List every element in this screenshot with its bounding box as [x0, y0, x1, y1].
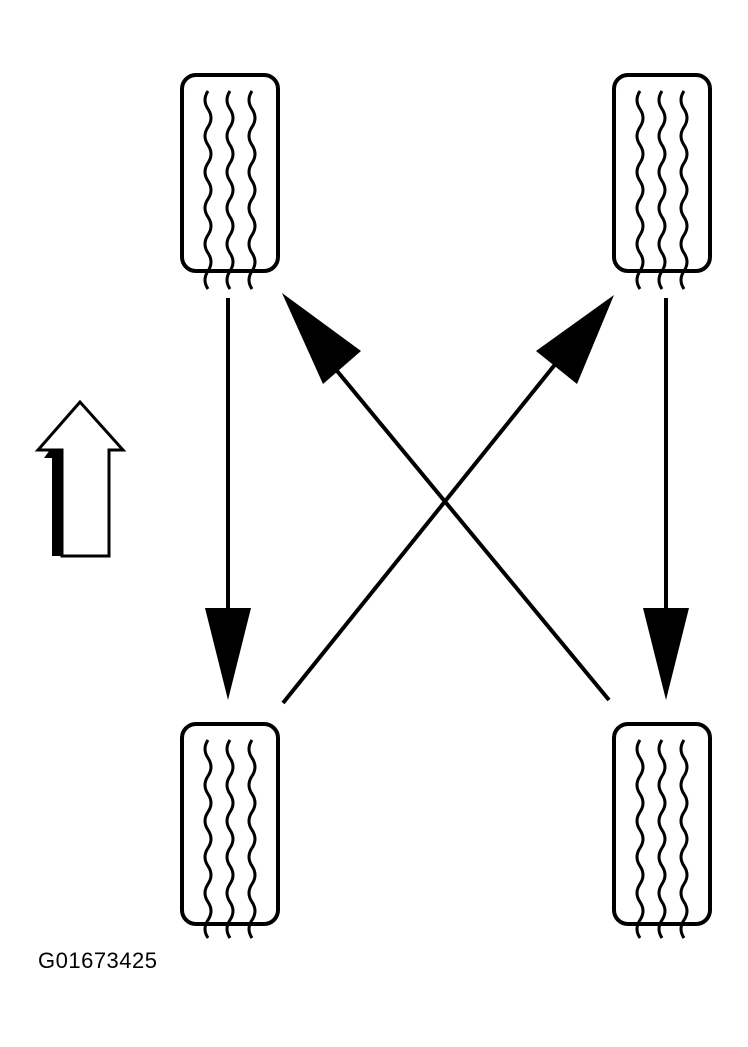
arrow-rear-left-to-front-right	[281, 295, 614, 705]
arrow-front-right-to-rear-right	[643, 298, 689, 700]
arrow-rear-right-to-front-left	[282, 293, 611, 702]
tire-front-left	[180, 73, 280, 291]
arrow-front-left-to-rear-left	[205, 298, 251, 700]
tire-rear-left	[180, 722, 280, 940]
forward-direction-arrow-icon	[34, 399, 127, 558]
tire-rear-right	[612, 722, 712, 940]
tire-front-right	[612, 73, 712, 291]
figure-id-label: G01673425	[38, 948, 158, 973]
